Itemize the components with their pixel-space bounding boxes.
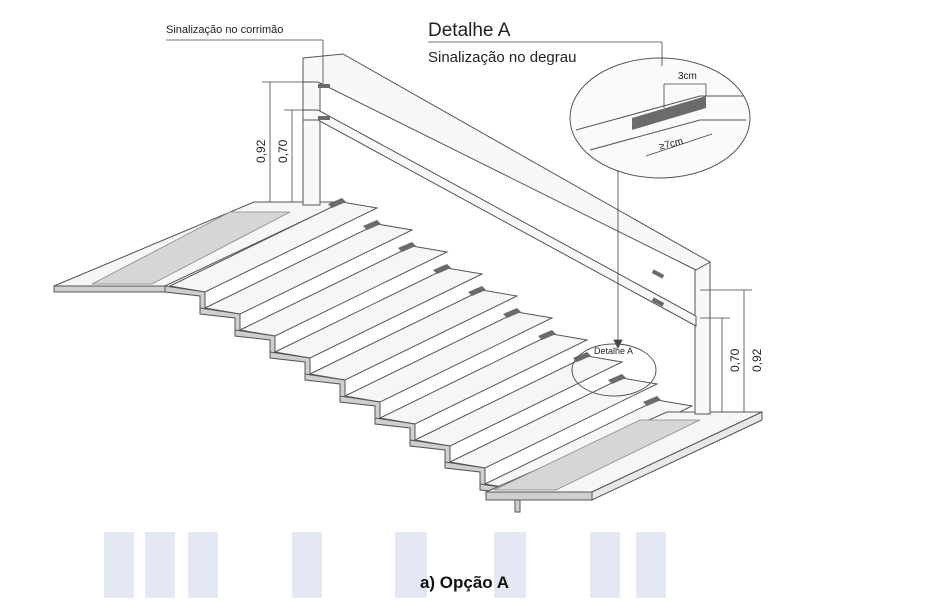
step-edge-marking — [573, 352, 591, 362]
detail-subtitle: Sinalização no degrau — [428, 49, 577, 66]
step-edge-marking — [398, 242, 416, 252]
handrail-lower-rail — [302, 109, 697, 327]
detail-a-magnifier — [569, 57, 751, 179]
step-edge-marking — [468, 286, 486, 296]
step-edge-marking — [363, 220, 381, 230]
step-edge-marking — [608, 374, 626, 384]
figure-caption: a) Opção A — [419, 573, 510, 592]
step-edge-marking — [538, 330, 556, 340]
dimension-left — [262, 81, 310, 202]
tactile-floor-lower — [493, 419, 701, 491]
tactile-floor-upper — [91, 211, 291, 285]
height-092-left: 0,92 — [254, 139, 268, 163]
handrail-marking-label: Sinalização no corrimão — [166, 24, 284, 36]
height-092-right: 0,92 — [750, 348, 764, 372]
detail-a-leaders — [428, 41, 663, 349]
dimension-right — [700, 289, 752, 412]
step-edge-marking — [503, 308, 521, 318]
height-070-left: 0,70 — [276, 139, 290, 163]
handrail — [302, 53, 712, 415]
leader-corrimao — [166, 39, 324, 84]
detail-a-callout-ring — [571, 343, 657, 397]
step-edge-marking — [328, 198, 346, 208]
detail-callout-label: Detalhe A — [594, 346, 634, 356]
step-edge-marking — [643, 396, 661, 406]
handrail-markings — [318, 84, 665, 307]
step-edge-marking — [433, 264, 451, 274]
detail-title: Detalhe A — [428, 20, 511, 41]
upper-landing-edge — [53, 285, 166, 293]
height-070-right: 0,70 — [728, 348, 742, 372]
marking-width-label: 3cm — [678, 71, 697, 82]
lower-landing-front — [485, 491, 593, 501]
handrail-post-lower — [694, 261, 711, 415]
watermark — [104, 532, 666, 598]
